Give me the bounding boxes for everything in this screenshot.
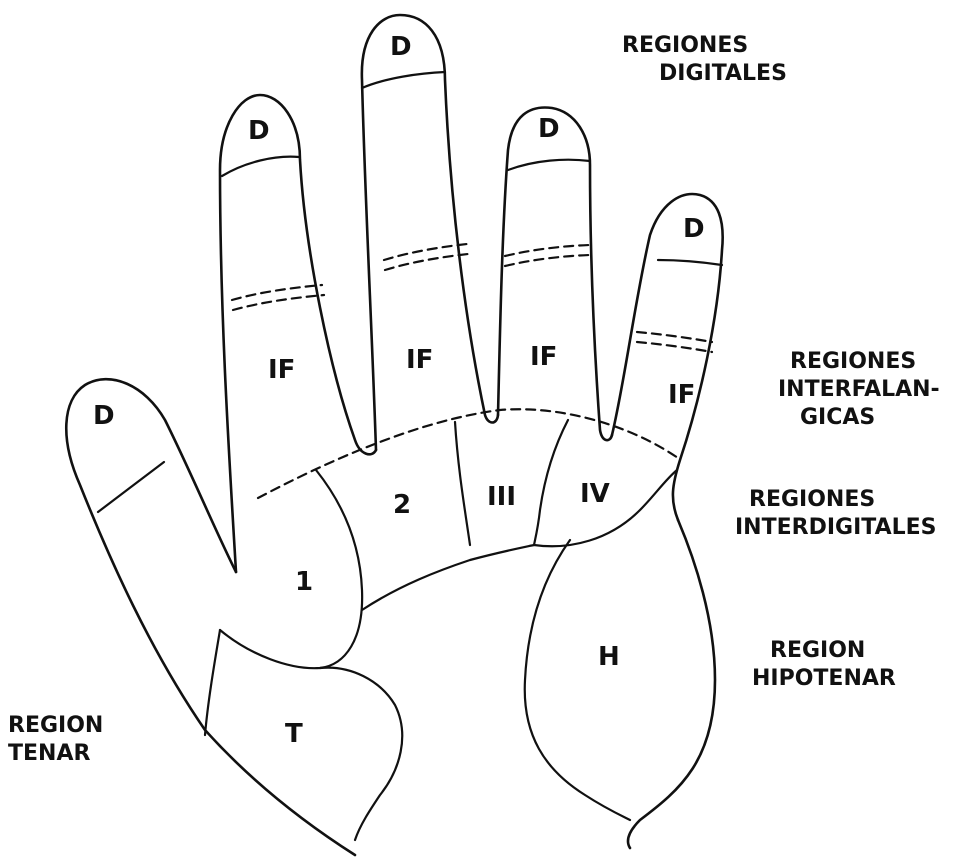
little-digital-line (658, 260, 722, 265)
label-d-index: D (248, 116, 270, 146)
middle-digital-line (362, 72, 445, 88)
thumb-outline (66, 379, 355, 855)
label-interdigital-4: IV (580, 479, 610, 509)
ulnar-edge-outline (628, 520, 715, 848)
label-hypothenar: H (598, 642, 620, 672)
label-if-middle: IF (406, 345, 433, 375)
caption-region-tenar: REGION TENAR (8, 712, 103, 768)
ring-digital-line (508, 160, 590, 170)
caption-regiones-interdigitales: REGIONES INTERDIGITALES (735, 486, 936, 542)
caption-regiones-digitales: REGIONES DIGITALES (622, 32, 787, 88)
index-digital-line (222, 157, 299, 176)
label-if-index: IF (268, 355, 295, 385)
label-if-little: IF (668, 380, 695, 410)
region-labels: D D D D D IF IF IF IF 1 2 III IV T H (93, 32, 705, 749)
caption-regiones-interfalangicas: REGIONES INTERFALAN- GICAS (778, 348, 940, 432)
label-d-ring: D (538, 114, 560, 144)
caption-region-hipotenar: REGION HIPOTENAR (752, 637, 896, 693)
label-interdigital-2: 2 (393, 490, 411, 520)
thumb-digital-line (98, 462, 164, 512)
hand-outline (66, 15, 722, 855)
interphalangeal-dashed-lines (232, 244, 712, 352)
ring-finger-outline (498, 107, 612, 440)
digital-region-lines (98, 72, 722, 512)
label-d-middle: D (390, 32, 412, 62)
label-interdigital-3: III (487, 482, 516, 512)
label-thenar: T (285, 719, 303, 749)
label-if-ring: IF (530, 342, 557, 372)
label-d-thumb: D (93, 401, 115, 431)
label-interdigital-1: 1 (295, 567, 313, 597)
label-d-little: D (683, 214, 705, 244)
little-finger-outline (612, 194, 723, 520)
